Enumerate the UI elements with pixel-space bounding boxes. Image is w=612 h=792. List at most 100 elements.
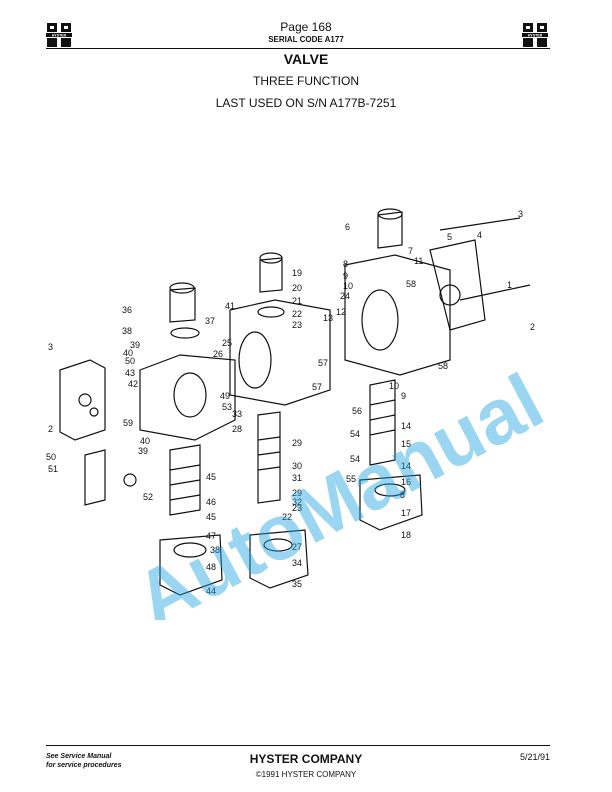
end-cover-right [429, 217, 531, 331]
callout: 15 [401, 439, 411, 449]
callout: 53 [222, 402, 232, 412]
callout: 33 [232, 409, 242, 419]
callout: 20 [292, 283, 302, 293]
callout: 22 [282, 512, 292, 522]
callout: 12 [336, 307, 346, 317]
automanual-watermark: AutoManual [121, 356, 556, 620]
callout: 46 [206, 497, 216, 507]
valve-section-2 [229, 252, 331, 589]
hyster-logo-icon: HYSTER [46, 23, 72, 47]
callout: 41 [225, 301, 235, 311]
callout: 45 [206, 512, 216, 522]
callout: 7 [408, 246, 413, 256]
callout: 18 [401, 530, 411, 540]
callout: 2 [530, 322, 535, 332]
callout: 47 [206, 531, 216, 541]
callout: 44 [206, 586, 216, 596]
page-subtitle: THREE FUNCTION [253, 74, 359, 88]
callout: 58 [406, 279, 416, 289]
valve-section-1 [139, 282, 236, 596]
callout: 25 [222, 338, 232, 348]
callout: 40 [123, 348, 133, 358]
callout: 38 [210, 545, 220, 555]
callout: 10 [389, 381, 399, 391]
callout: 50 [125, 356, 135, 366]
callout: 32 [292, 497, 302, 507]
callout: 51 [48, 464, 58, 474]
callout: 35 [292, 579, 302, 589]
exploded-valve-diagram: 1 2 2 3 3 4 5 6 7 8 8 9 9 10 10 11 12 13… [46, 208, 556, 620]
callout: 10 [343, 281, 353, 291]
callout: 37 [205, 316, 215, 326]
callout: 55 [346, 474, 356, 484]
callout: 9 [401, 391, 406, 401]
callout: 58 [438, 361, 448, 371]
service-note-line2: for service procedures [46, 762, 122, 769]
callout: 19 [292, 268, 302, 278]
header-rule [46, 48, 550, 49]
copyright: ©1991 HYSTER COMPANY [255, 770, 357, 779]
end-cover-left [59, 359, 106, 441]
callout: 54 [350, 454, 360, 464]
logo-text: HYSTER [528, 33, 543, 37]
callout: 30 [292, 461, 302, 471]
hyster-logo-right: HYSTER [522, 22, 548, 48]
callout: 39 [130, 340, 140, 350]
callout: 57 [312, 382, 322, 392]
callout: 23 [292, 320, 302, 330]
callout: 1 [507, 280, 512, 290]
callout: 6 [345, 222, 350, 232]
callout: 29 [292, 488, 302, 498]
callout: 24 [340, 291, 350, 301]
page-number: Page 168 [280, 20, 332, 34]
callout: 45 [206, 472, 216, 482]
callout: 3 [48, 342, 53, 352]
callout: 27 [292, 542, 302, 552]
callout: 17 [401, 508, 411, 518]
callout-labels: 1 2 2 3 3 4 5 6 7 8 8 9 9 10 10 11 12 13… [46, 209, 535, 596]
callout: 14 [401, 461, 411, 471]
hyster-logo-left: HYSTER [46, 22, 72, 48]
callout: 31 [292, 473, 302, 483]
callout: 29 [292, 438, 302, 448]
serial-range: LAST USED ON S/N A177B-7251 [215, 96, 397, 110]
logo-text: HYSTER [52, 33, 67, 37]
hyster-logo-icon: HYSTER [522, 23, 548, 47]
service-note: See Service Manual for service procedure… [46, 752, 121, 770]
callout: 26 [213, 349, 223, 359]
callout: 11 [414, 256, 423, 266]
publication-date: 5/21/91 [519, 752, 550, 762]
callout: 43 [125, 368, 135, 378]
callout: 39 [138, 446, 148, 456]
callout: 34 [292, 558, 302, 568]
callout: 52 [143, 492, 153, 502]
callout: 57 [318, 358, 328, 368]
spool-left [84, 449, 137, 506]
callout: 56 [352, 406, 362, 416]
callout: 14 [401, 421, 411, 431]
callout: 9 [343, 271, 348, 281]
serial-code: SERIAL CODE A177 [268, 35, 344, 44]
callout: 8 [343, 259, 348, 269]
callout: 42 [128, 379, 138, 389]
callout: 21 [292, 296, 302, 306]
callout: 49 [220, 391, 230, 401]
footer-rule [46, 745, 550, 746]
callout: 16 [401, 477, 411, 487]
callout: 5 [447, 232, 452, 242]
callout: 2 [48, 424, 53, 434]
callout: 48 [206, 562, 216, 572]
callout: 28 [232, 424, 242, 434]
valve-section-3 [344, 208, 451, 531]
callout: 40 [140, 436, 150, 446]
callout: 38 [122, 326, 132, 336]
callout: 8 [400, 490, 405, 500]
page-title: VALVE [283, 51, 329, 67]
company-name: HYSTER COMPANY [249, 752, 363, 766]
service-note-line1: See Service Manual [46, 753, 112, 760]
callout: 3 [518, 209, 523, 219]
callout: 36 [122, 305, 132, 315]
callout: 23 [292, 503, 302, 513]
callout: 50 [46, 452, 56, 462]
callout: 4 [477, 230, 482, 240]
